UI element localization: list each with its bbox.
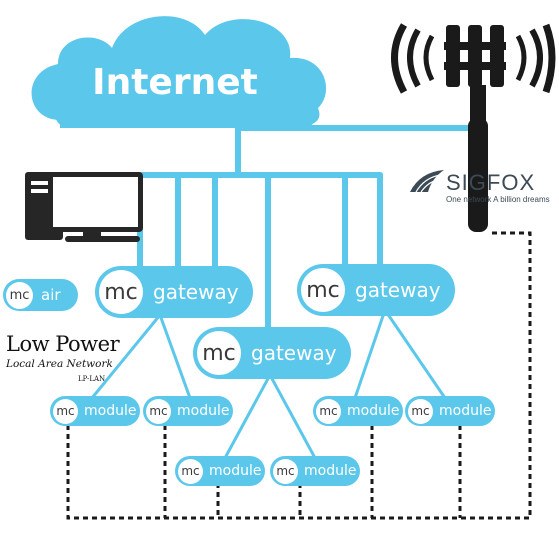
gateway-node: mc gateway — [297, 264, 455, 316]
module-label: module — [177, 403, 230, 419]
module-label: module — [304, 463, 357, 479]
mc-badge: mc — [99, 270, 143, 314]
mc-badge: mc — [178, 458, 203, 484]
module-node: mc module — [175, 456, 265, 486]
mc-badge: mc — [273, 458, 298, 484]
cloud-label: Internet — [92, 62, 258, 103]
sigfox-logo-icon — [408, 168, 446, 196]
lplan-subtitle: Local Area Network — [6, 358, 113, 370]
module-node: mc module — [143, 396, 233, 426]
lplan-title: Low Power — [6, 332, 120, 356]
air-label: air — [41, 286, 61, 304]
radio-links — [66, 231, 532, 520]
mc-badge: mc — [146, 398, 171, 424]
sigfox-tagline: One network A billion dreams — [446, 195, 550, 204]
mc-badge: mc — [197, 331, 241, 375]
air-node: mc air — [3, 279, 78, 311]
module-node: mc module — [405, 396, 495, 426]
module-node: mc module — [313, 396, 403, 426]
module-node: mc module — [270, 456, 360, 486]
module-label: module — [439, 403, 492, 419]
module-label: module — [347, 403, 400, 419]
mc-badge: mc — [53, 398, 78, 424]
mc-badge: mc — [316, 398, 341, 424]
gateway-label: gateway — [153, 280, 239, 304]
mc-badge: mc — [6, 281, 33, 309]
gateway-node: mc gateway — [95, 266, 253, 318]
network-links — [77, 122, 481, 460]
module-label: module — [84, 403, 137, 419]
cell-tower-icon — [391, 23, 556, 232]
computer-icon — [25, 172, 143, 242]
mc-badge: mc — [408, 398, 433, 424]
module-label: module — [209, 463, 262, 479]
gateway-label: gateway — [251, 341, 337, 365]
mc-badge: mc — [301, 268, 345, 312]
lplan-tag: LP-LAN — [78, 375, 106, 383]
module-node: mc module — [50, 396, 140, 426]
sigfox-name: SIGFOX — [446, 170, 536, 195]
gateway-label: gateway — [355, 278, 441, 302]
cloud-icon — [31, 16, 327, 128]
gateway-node: mc gateway — [193, 327, 351, 379]
